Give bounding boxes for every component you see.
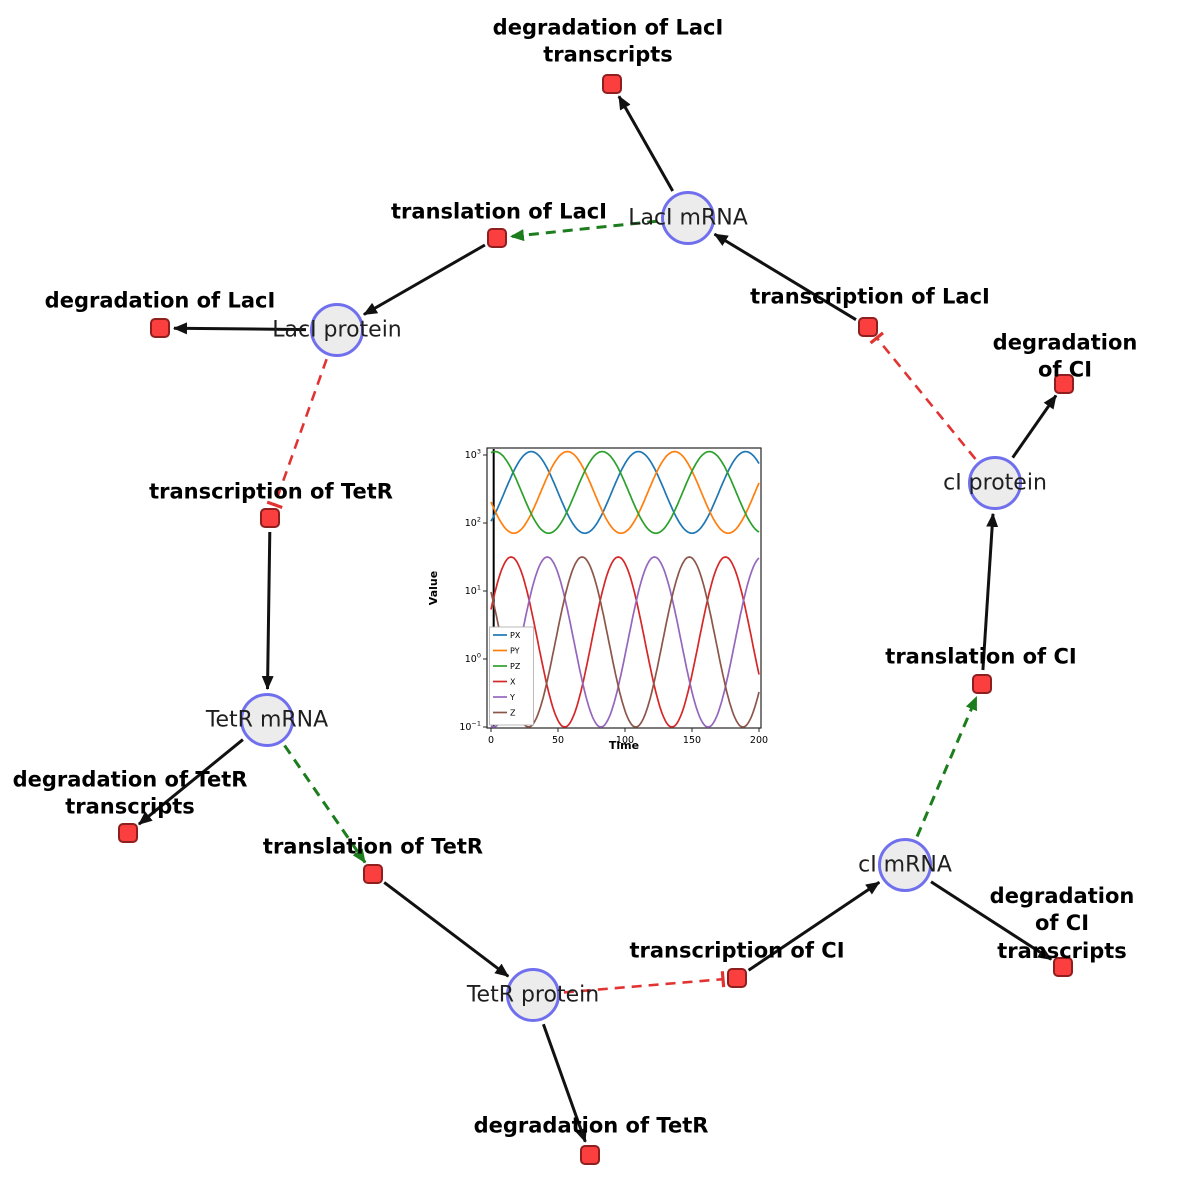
species-node-tetr-mrna[interactable] <box>240 693 294 747</box>
reaction-node-translation-of-laci[interactable] <box>487 228 507 248</box>
reaction-label-degradation-of-ci-transcripts: degradation of CI transcripts <box>989 884 1135 963</box>
edge-translation-ci-to-ci-protein <box>981 512 999 671</box>
edge-tetr-protein-to-deg-tetr <box>541 1023 587 1143</box>
edge-laci-mrna-to-deg-laci-transcripts <box>617 95 675 192</box>
reaction-label-transcription-of-ci: transcription of CI <box>629 938 845 963</box>
chart-series-Y <box>490 556 760 728</box>
chart-legend-box <box>489 626 534 726</box>
species-label-tetr-protein: TetR protein <box>466 982 600 1008</box>
reaction-node-degradation-of-laci[interactable] <box>150 318 170 338</box>
reaction-label-degradation-of-laci-transcripts: degradation of LacI transcripts <box>492 15 724 67</box>
chart-series-PX <box>490 450 760 535</box>
reaction-node-translation-of-tetr[interactable] <box>363 864 383 884</box>
species-node-ci-protein[interactable] <box>968 456 1022 510</box>
x-tick-label: 150 <box>683 735 701 746</box>
edge-transcription-ci-to-ci-mrna <box>747 881 881 972</box>
edge-tetr-protein-to-transcription-ci <box>563 971 726 994</box>
reaction-label-translation-of-ci: translation of CI <box>885 644 1077 669</box>
species-label-ci-protein: cI protein <box>943 470 1047 496</box>
legend-label-PY: PY <box>510 647 520 656</box>
edge-transcription-tetr-to-tetr-mrna <box>261 531 274 690</box>
legend-label-X: X <box>510 678 516 687</box>
edge-tetr-mrna-to-deg-tetr-transcripts <box>137 738 244 826</box>
reaction-label-translation-of-tetr: translation of TetR <box>262 834 484 859</box>
chart-series-X <box>490 556 760 728</box>
y-tick-label: 100 <box>465 652 481 666</box>
reaction-node-degradation-of-tetr-transcripts[interactable] <box>118 823 138 843</box>
reaction-label-degradation-of-tetr-transcripts: degradation of TetR transcripts <box>12 767 248 819</box>
edge-laci-mrna-to-translation-laci <box>509 219 658 242</box>
reaction-label-transcription-of-laci: transcription of LacI <box>750 284 990 309</box>
reaction-node-degradation-of-ci[interactable] <box>1054 374 1074 394</box>
reaction-label-translation-of-laci: translation of LacI <box>391 199 607 224</box>
legend-label-Y: Y <box>509 693 515 702</box>
y-tick-label: 102 <box>465 516 481 530</box>
x-tick-label: 50 <box>552 735 564 746</box>
reaction-label-degradation-of-ci: degradation of CI <box>992 330 1138 382</box>
species-label-laci-mrna: LacI mRNA <box>628 205 748 231</box>
chart-xlabel: Time <box>609 739 639 752</box>
legend-label-Z: Z <box>510 709 516 718</box>
species-label-tetr-mrna: TetR mRNA <box>205 707 329 733</box>
edge-translation-laci-to-laci-protein <box>363 243 486 316</box>
chart-legend: PX PY PZ XYZ <box>489 626 534 726</box>
reaction-node-degradation-of-laci-transcripts[interactable] <box>602 74 622 94</box>
edge-ci-protein-to-deg-ci <box>1011 394 1058 459</box>
chart-series-PZ <box>490 450 760 535</box>
x-tick-label: 100 <box>616 735 634 746</box>
species-label-laci-protein: LacI protein <box>272 317 402 343</box>
species-node-ci-mrna[interactable] <box>878 838 932 892</box>
reaction-node-degradation-of-tetr[interactable] <box>580 1145 600 1165</box>
edge-ci-mrna-to-deg-ci-transcripts <box>930 880 1053 961</box>
edge-translation-tetr-to-tetr-protein <box>383 881 510 978</box>
edge-transcription-laci-to-laci-mrna <box>713 232 857 321</box>
edge-laci-protein-to-deg-laci <box>173 322 307 335</box>
x-tick-label: 200 <box>750 735 768 746</box>
legend-label-PZ: PZ <box>510 662 521 671</box>
edge-layer <box>137 95 1058 1143</box>
edge-ci-mrna-to-translation-ci <box>915 695 978 838</box>
species-label-ci-mrna: cI mRNA <box>858 852 952 878</box>
species-node-laci-protein[interactable] <box>310 303 364 357</box>
reaction-node-transcription-of-laci[interactable] <box>858 317 878 337</box>
reaction-label-degradation-of-laci: degradation of LacI <box>44 288 276 313</box>
reaction-node-transcription-of-ci[interactable] <box>727 968 747 988</box>
reaction-node-translation-of-ci[interactable] <box>972 674 992 694</box>
y-tick-label: 103 <box>465 448 481 462</box>
y-tick-label: 101 <box>465 584 481 598</box>
reaction-label-degradation-of-tetr: degradation of TetR <box>473 1113 709 1138</box>
reaction-label-transcription-of-tetr: transcription of TetR <box>149 479 393 504</box>
chart-series-PY <box>490 450 760 535</box>
chart-ylabel: Value <box>427 571 440 605</box>
y-tick-label: 10−1 <box>459 720 481 734</box>
reaction-node-degradation-of-ci-transcripts[interactable] <box>1053 957 1073 977</box>
edge-laci-protein-to-transcription-tetr <box>266 358 328 509</box>
edge-tetr-mrna-to-translation-tetr <box>283 744 367 864</box>
legend-label-PX: PX <box>510 631 521 640</box>
species-node-tetr-protein[interactable] <box>506 968 560 1022</box>
species-node-laci-mrna[interactable] <box>661 191 715 245</box>
chart-series-Z <box>490 556 760 728</box>
reaction-node-transcription-of-tetr[interactable] <box>260 508 280 528</box>
edge-ci-protein-to-transcription-laci <box>869 331 977 460</box>
x-tick-label: 0 <box>488 735 494 746</box>
